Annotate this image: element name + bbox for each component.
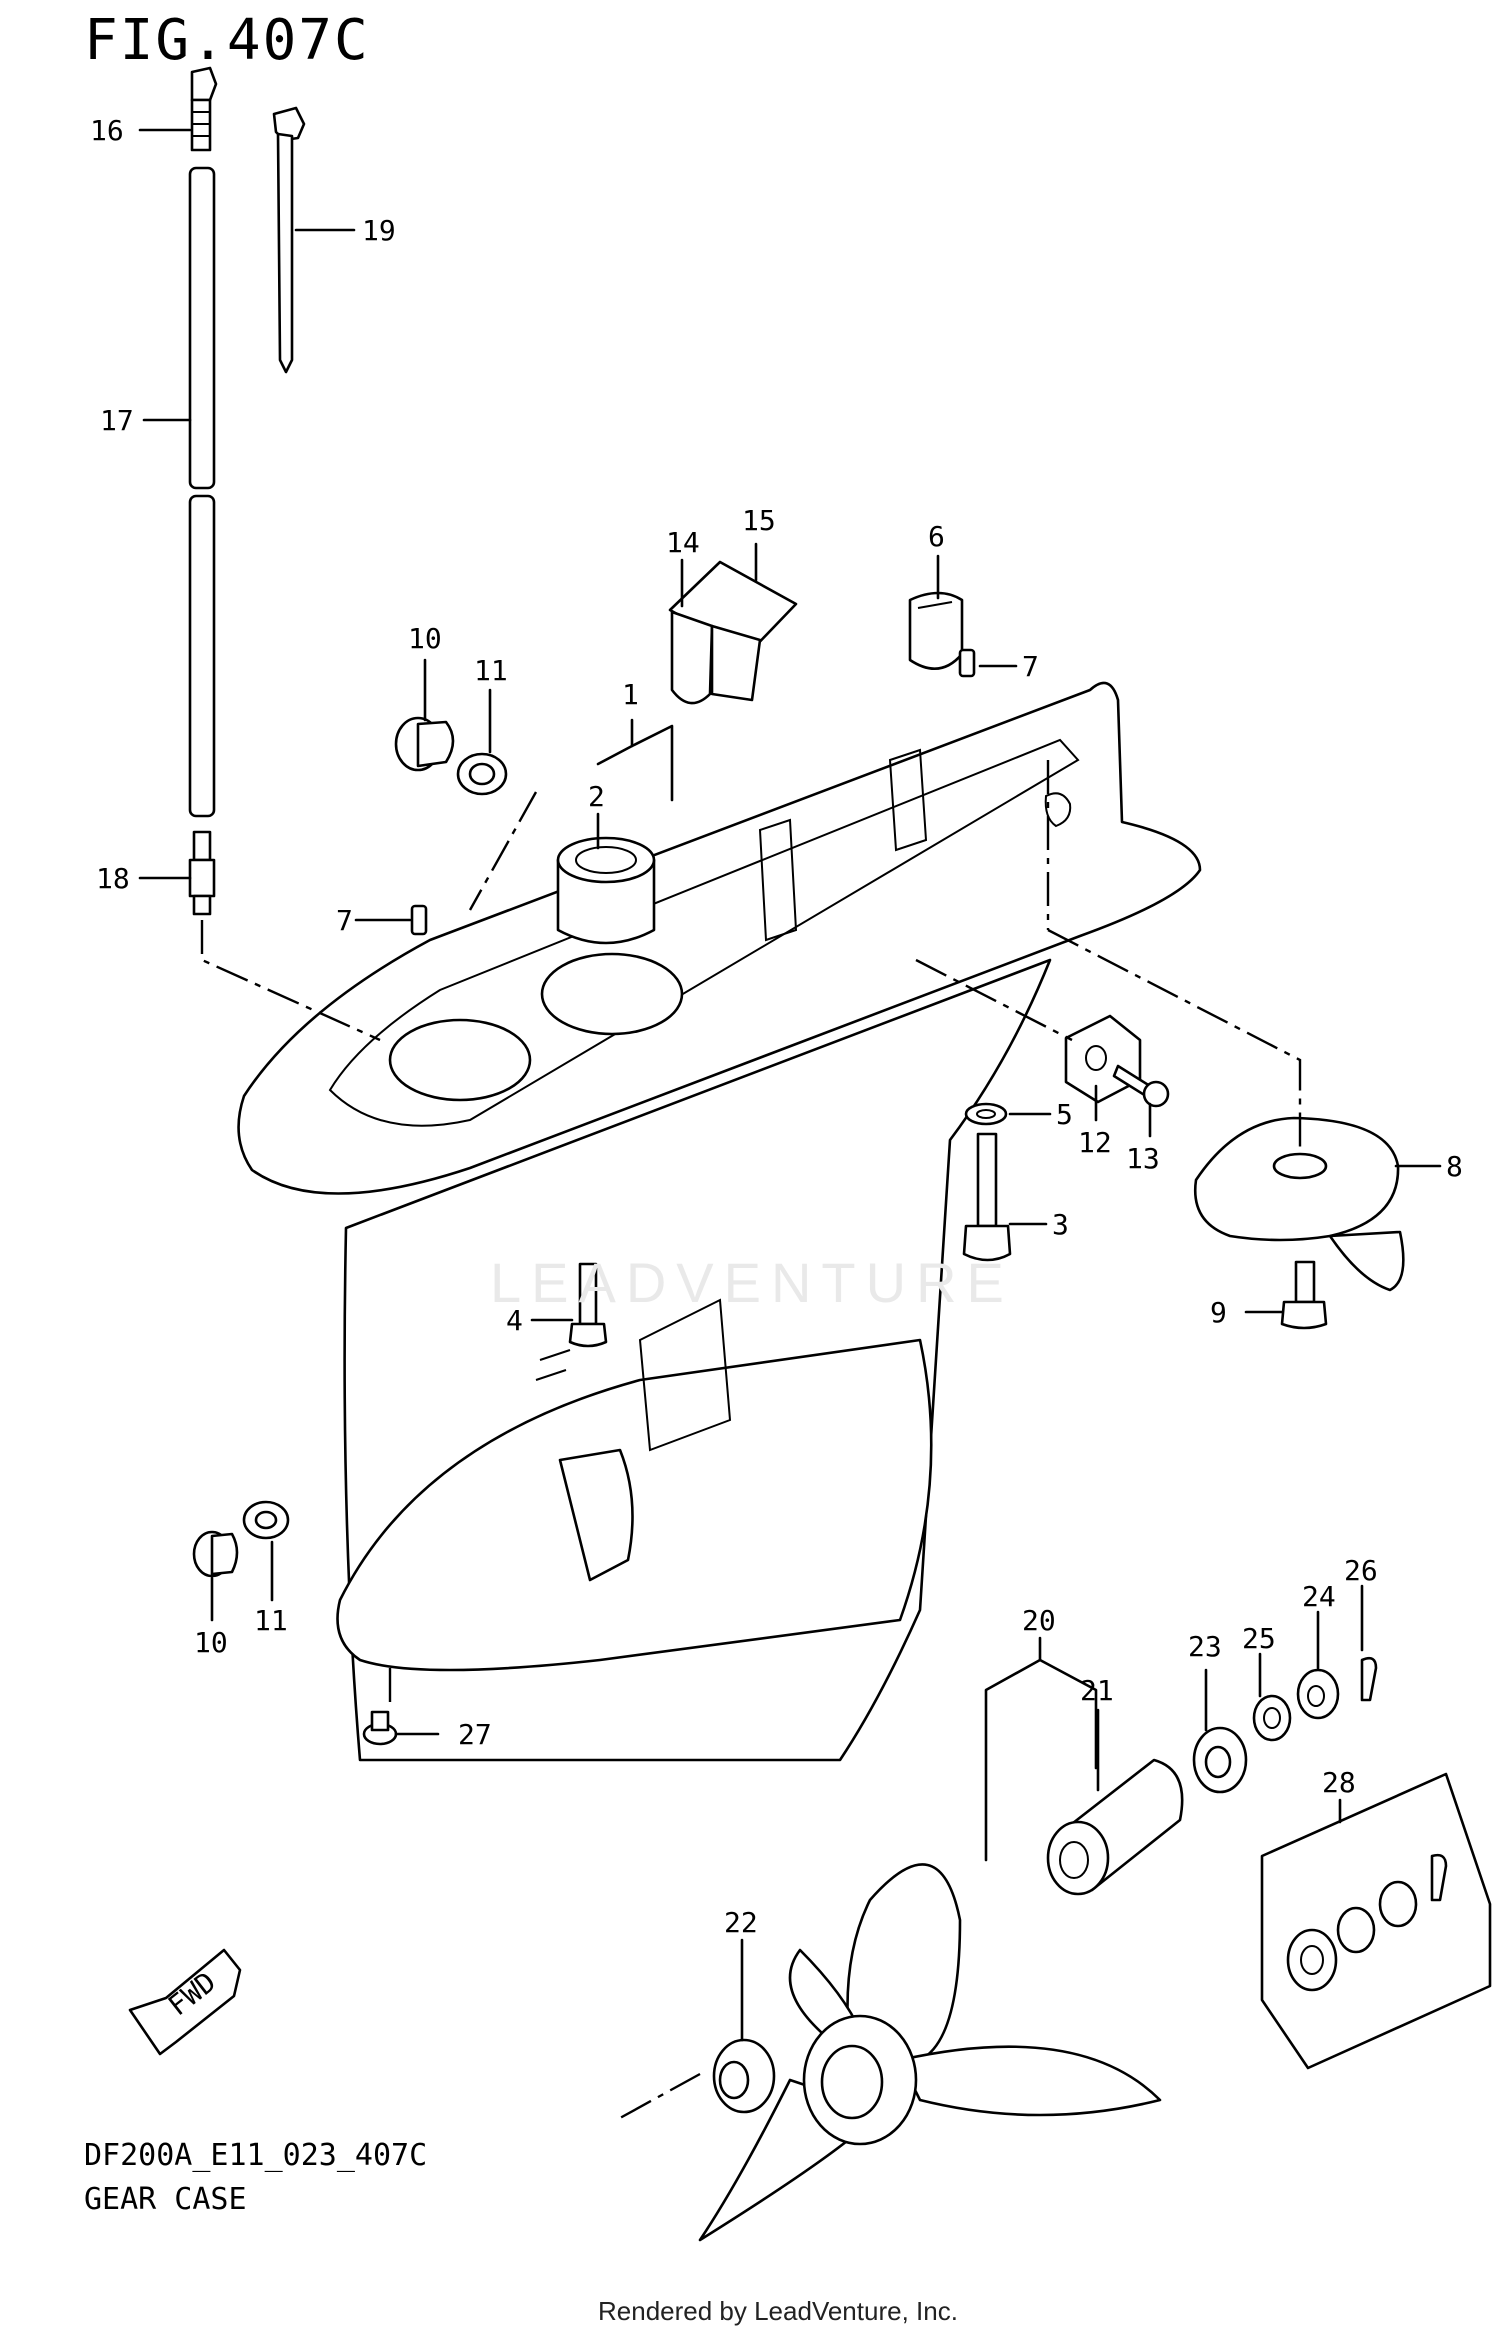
- part-13-bolt: [1112, 1064, 1170, 1108]
- callout-20: 20: [1022, 1604, 1056, 1637]
- part-23-spacer: [1192, 1726, 1248, 1794]
- callout-5: 5: [1056, 1098, 1073, 1131]
- part-11-washer-lower: [242, 1500, 290, 1540]
- leader-lines: [138, 128, 1442, 2042]
- callout-17: 17: [100, 404, 134, 437]
- watermark: LEADVENTURE: [490, 1251, 1014, 1314]
- part-12-block: [1064, 1014, 1142, 1104]
- callout-2: 2: [588, 780, 605, 813]
- callout-9: 9: [1210, 1296, 1227, 1329]
- part-5-washer: [964, 1102, 1008, 1126]
- figure-name: GEAR CASE: [84, 2182, 247, 2217]
- callout-27: 27: [458, 1718, 492, 1751]
- gear-case-housing: [237, 681, 1202, 1762]
- part-4-bolt: [568, 1262, 608, 1348]
- callout-labels: 16 19 17 15 14 6 7 10 11 1 2 18 7 5 12 1…: [90, 114, 1463, 1939]
- part-25-washer: [1252, 1694, 1292, 1742]
- part-10-plug-lower: [192, 1530, 239, 1578]
- part-17-tube: [188, 166, 216, 818]
- callout-1: 1: [622, 678, 639, 711]
- callout-21: 21: [1080, 1674, 1114, 1707]
- part-7-pin-upper: [958, 648, 976, 678]
- part-22-washer: [712, 2038, 776, 2114]
- callout-16: 16: [90, 114, 124, 147]
- callout-10-lower: 10: [194, 1626, 228, 1659]
- part-3-bolt: [962, 1132, 1012, 1262]
- figure-code: DF200A_E11_023_407C: [84, 2138, 428, 2173]
- part-16-fitting: [190, 66, 218, 152]
- part-26-cotter-pin: [1360, 1656, 1378, 1702]
- callout-18: 18: [96, 862, 130, 895]
- callout-28: 28: [1322, 1766, 1356, 1799]
- part-8-trim-tab: [1193, 1116, 1405, 1292]
- part-18-fitting: [188, 830, 216, 916]
- part-9-bolt: [1280, 1260, 1328, 1330]
- callout-15: 15: [742, 504, 776, 537]
- part-28-kit-box: [1260, 1772, 1492, 2070]
- callout-11-lower: 11: [254, 1604, 288, 1637]
- callout-6: 6: [928, 520, 945, 553]
- callout-11-upper: 11: [474, 654, 508, 687]
- part-6-cap: [908, 591, 964, 670]
- callout-10-upper: 10: [408, 622, 442, 655]
- callout-12: 12: [1078, 1126, 1112, 1159]
- callout-7-upper: 7: [1022, 650, 1039, 683]
- callout-25: 25: [1242, 1622, 1276, 1655]
- callout-7-lower: 7: [336, 904, 353, 937]
- part-19-cable-tie: [272, 106, 306, 374]
- callout-14: 14: [666, 526, 700, 559]
- part-21-bush: [1046, 1758, 1184, 1896]
- callout-8: 8: [1446, 1150, 1463, 1183]
- callout-26: 26: [1344, 1554, 1378, 1587]
- figure-title: FIG.407C: [84, 8, 370, 73]
- callout-23: 23: [1188, 1630, 1222, 1663]
- callout-13: 13: [1126, 1142, 1160, 1175]
- callout-4: 4: [506, 1304, 523, 1337]
- callout-3: 3: [1052, 1208, 1069, 1241]
- part-24-nut: [1296, 1668, 1340, 1720]
- part-7-pin-lower: [410, 904, 428, 936]
- render-credit: Rendered by LeadVenture, Inc.: [598, 2296, 958, 2326]
- part-14-15-clip: [668, 560, 798, 705]
- fwd-arrow: FWD: [128, 1948, 242, 2056]
- callout-22: 22: [724, 1906, 758, 1939]
- callout-24: 24: [1302, 1580, 1336, 1613]
- propeller: [698, 1863, 1162, 2242]
- part-10-plug-upper: [394, 716, 455, 772]
- callout-19: 19: [362, 214, 396, 247]
- part-27-drain: [362, 1710, 398, 1746]
- part-11-washer-upper: [456, 752, 508, 796]
- assembly-lines: [200, 760, 1302, 2120]
